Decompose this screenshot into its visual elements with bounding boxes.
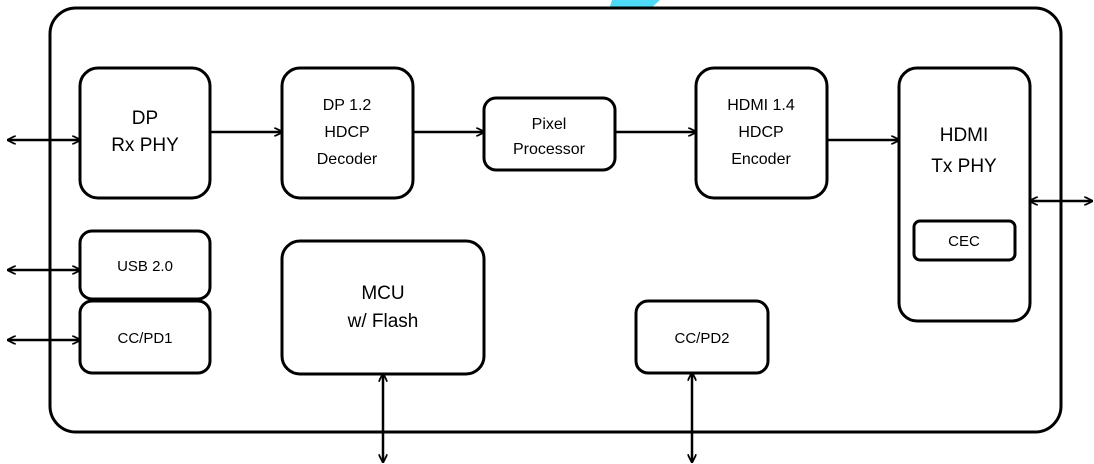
block-ccpd2: CC/PD2	[634, 299, 770, 375]
mcu-label-line1: MCU	[361, 283, 404, 304]
block-mcu: MCU w/ Flash	[280, 239, 486, 376]
dp-rx-phy-label-line1: DP	[132, 108, 158, 129]
pixel-processor-label-line1: Pixel	[532, 116, 567, 133]
block-hdmi-hdcp-encoder: HDMI 1.4 HDCP Encoder	[694, 66, 829, 200]
block-pixel-processor: Pixel Processor	[482, 96, 617, 172]
hdmi-tx-phy-label-line1: HDMI	[940, 125, 989, 146]
hdmi-tx-phy-label-line2: Tx PHY	[931, 156, 997, 177]
dp-decoder-label-line2: HDCP	[324, 124, 369, 141]
dp-decoder-label-line3: Decoder	[317, 151, 378, 168]
hdmi-encoder-label-line1: HDMI 1.4	[727, 97, 795, 114]
pixel-processor-label-line2: Processor	[513, 141, 586, 158]
block-dp-hdcp-decoder: DP 1.2 HDCP Decoder	[280, 66, 415, 200]
block-ccpd1: CC/PD1	[78, 299, 212, 375]
usb-label: USB 2.0	[117, 258, 173, 275]
ccpd1-label: CC/PD1	[117, 330, 172, 347]
hdmi-encoder-label-line2: HDCP	[738, 124, 783, 141]
mcu-label-line2: w/ Flash	[347, 311, 419, 332]
block-cec: CEC	[912, 219, 1017, 262]
dp-rx-phy-label-line2: Rx PHY	[111, 135, 179, 156]
connectors	[8, 132, 1092, 462]
block-dp-rx-phy: DP Rx PHY	[78, 66, 212, 200]
ccpd2-label: CC/PD2	[674, 330, 729, 347]
block-usb: USB 2.0	[78, 229, 212, 301]
dp-decoder-label-line1: DP 1.2	[323, 97, 372, 114]
cec-label: CEC	[948, 233, 980, 250]
hdmi-encoder-label-line3: Encoder	[731, 151, 791, 168]
block-hdmi-tx-phy: HDMI Tx PHY	[897, 66, 1032, 323]
